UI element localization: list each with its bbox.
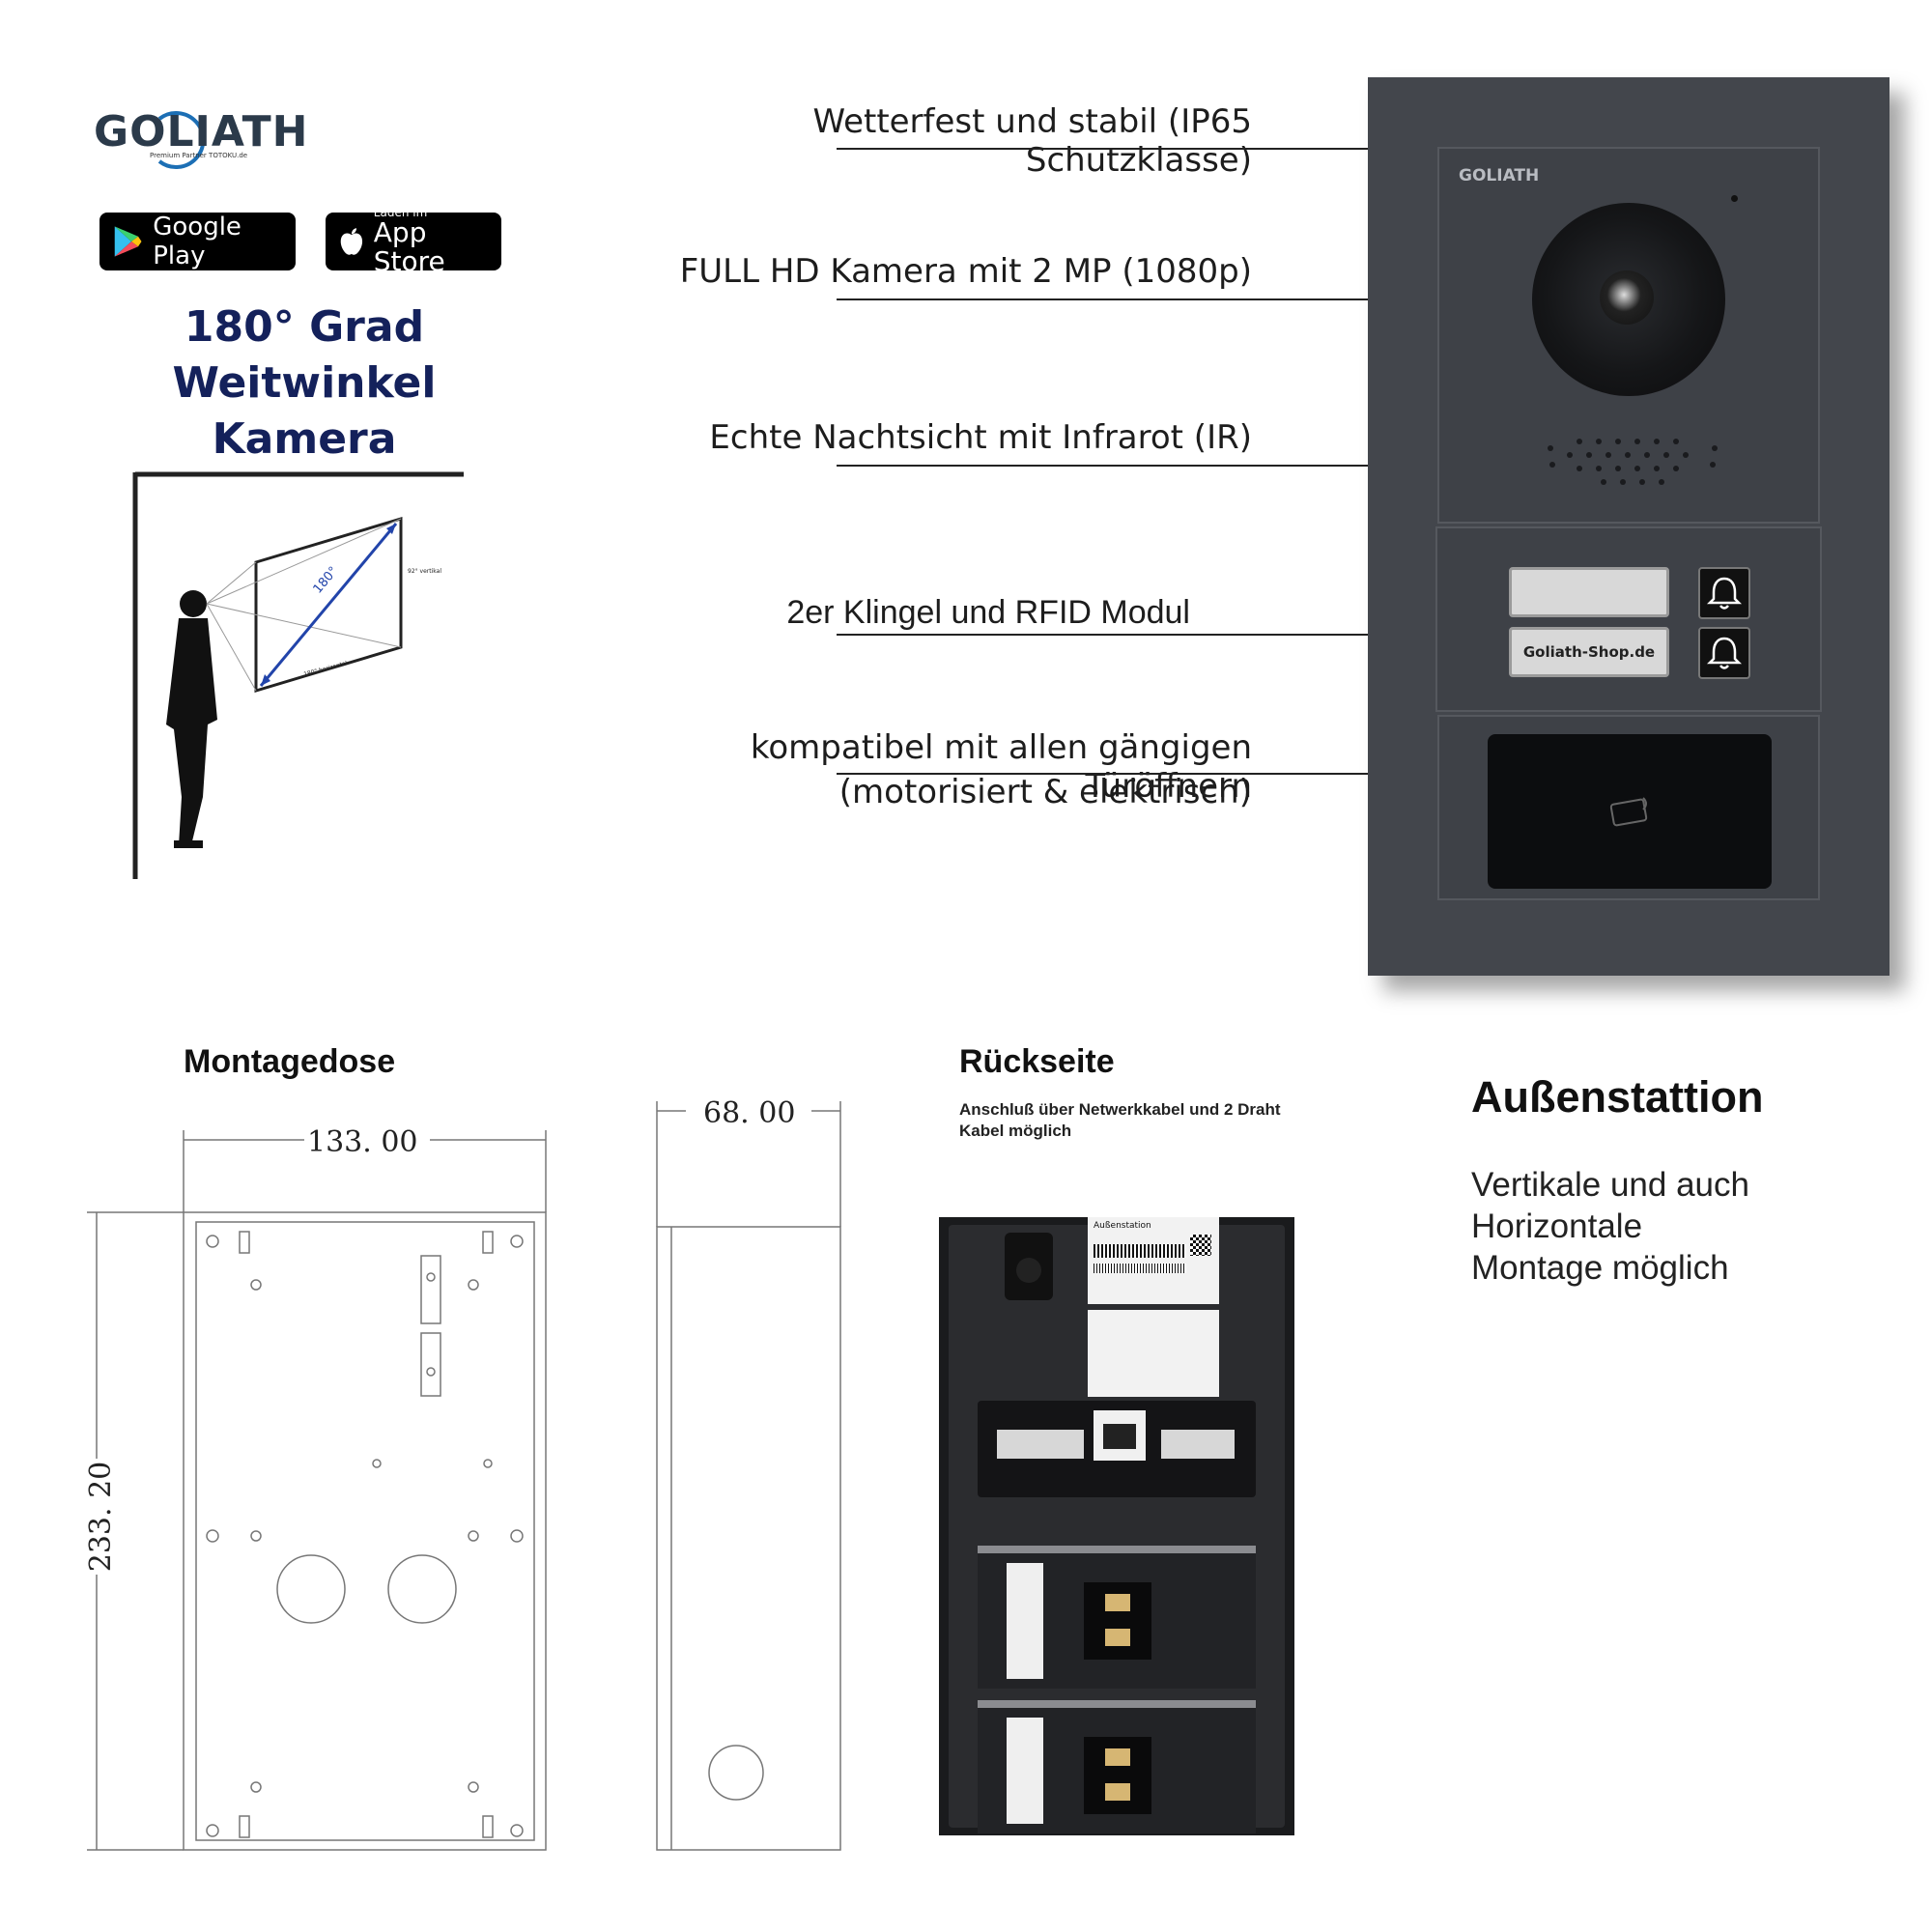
nameplate-2[interactable]: Goliath-Shop.de [1509,627,1669,677]
aussenstation-line2: Horizontale [1471,1208,1643,1245]
bell-button-2[interactable] [1698,627,1750,679]
feature-1-line [837,148,1368,150]
ir-sensor [1731,195,1738,202]
bell-button-1[interactable] [1698,567,1750,619]
feature-3: Echte Nachtsicht mit Infrarot (IR) [709,418,1252,457]
aussenstation-line1: Vertikale und auch [1471,1166,1749,1204]
feature-1: Wetterfest und stabil (IP65 Schutzklasse… [812,102,1252,180]
rfid-card-icon [1609,797,1648,827]
door-station: GOLIATH Goliath-Shop.de [1368,77,1889,976]
depth-dimension: 68. 00 [703,1096,795,1130]
logo-text: GOLIATH [94,107,309,156]
vertical-label: 92° vertikal [408,568,441,575]
camera-module: GOLIATH [1437,147,1820,524]
app-store-badge[interactable]: Laden im App Store [326,207,501,276]
goliath-logo: GOLIATH Premium Partner TOTOKU.de [92,101,307,179]
speaker-grille-icon [1548,439,1718,485]
apple-icon [340,228,363,255]
feature-4-line [837,634,1368,636]
camera-lens-icon [1532,203,1725,396]
person-silhouette [166,590,217,848]
google-play-label: Google Play [153,213,242,270]
nameplate-1[interactable] [1509,567,1669,617]
google-play-badge[interactable]: Google Play [99,213,296,270]
back-panel-photo: Außenstation [939,1217,1294,1835]
feature-3-line [837,465,1368,467]
bell-icon [1706,577,1743,610]
montagedose-title: Montagedose [184,1043,396,1080]
camera-heading-line1: 180° Grad [184,302,425,352]
camera-heading-line2: Weitwinkel Kamera [172,358,437,464]
rueckseite-title: Rückseite [959,1043,1115,1080]
rueckseite-subtitle: Anschluß über Netwerkkabel und 2 Draht K… [959,1100,1281,1140]
device-brand: GOLIATH [1459,166,1540,185]
logo-arc-icon [157,111,206,169]
rfid-reader[interactable] [1488,734,1772,889]
rfid-module [1437,715,1820,900]
google-play-icon [114,226,142,257]
feature-2: FULL HD Kamera mit 2 MP (1080p) [679,252,1252,291]
app-store-small: Laden im [373,206,428,219]
terminal-label [1088,1310,1219,1397]
wide-angle-diagram: 180° 92° vertikal 180° horizontal [126,469,473,884]
mounting-box-front-drawing: 133. 00 233. 20 [68,1101,570,1864]
aussenstation-title: Außenstattion [1471,1072,1764,1122]
aussenstation-description: Vertikale und auch Horizontale Montage m… [1471,1164,1749,1289]
bell-icon [1706,637,1743,669]
bell-module: Goliath-Shop.de [1435,526,1822,712]
app-store-label: App Store [373,216,445,277]
back-label-title: Außenstation [1094,1221,1151,1231]
back-knob [1005,1233,1053,1300]
height-dimension: 233. 20 [84,1462,118,1573]
module-board-2 [978,1700,1256,1833]
aussenstation-line3: Montage möglich [1471,1249,1729,1287]
feature-2-line [837,298,1368,300]
feature-5-line [837,773,1368,775]
mounting-box-side-drawing: 68. 00 [647,1082,860,1855]
nameplate-2-label: Goliath-Shop.de [1522,643,1656,661]
feature-6: (motorisiert & elektrisch) [838,773,1252,811]
terminal-strip [978,1401,1256,1497]
back-label-card: Außenstation [1088,1217,1219,1304]
camera-heading: 180° Grad Weitwinkel Kamera [97,299,512,468]
module-board-1 [978,1546,1256,1689]
logo-tagline: Premium Partner TOTOKU.de [150,152,248,159]
width-dimension: 133. 00 [307,1125,418,1159]
ethernet-port-icon[interactable] [1094,1410,1146,1461]
feature-4: 2er Klingel und RFID Modul [786,594,1190,631]
